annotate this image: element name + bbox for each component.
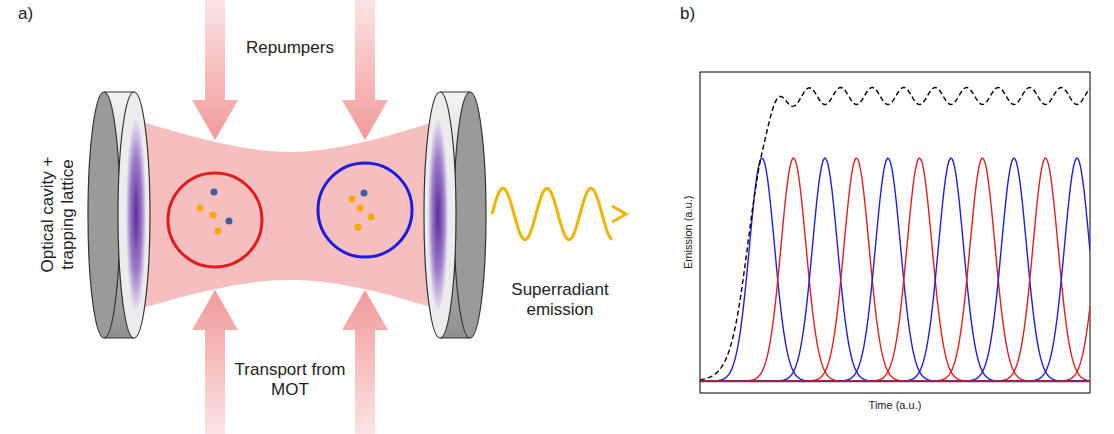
pulse-curve <box>700 306 1090 381</box>
ensemble-circle <box>318 163 412 257</box>
baseline <box>700 381 1090 383</box>
panel-letter: b) <box>680 4 720 24</box>
beam-label: Transport from MOT <box>225 360 355 399</box>
pulse-curve <box>700 158 1090 381</box>
pulse-curve <box>700 158 1090 381</box>
pulse-curve <box>700 158 1090 381</box>
pulse-curve <box>700 158 1090 381</box>
beam-label: Repumpers <box>220 38 360 58</box>
pulse-curve <box>700 158 1090 381</box>
transport-arrow <box>192 290 388 434</box>
pulse-curve <box>700 158 1090 381</box>
cavity-label: Optical cavity + trapping lattice <box>38 135 77 295</box>
plot-frame <box>700 72 1090 393</box>
cavity-mirror <box>88 92 150 338</box>
atoms <box>197 189 375 235</box>
pulse-curve <box>700 158 1090 381</box>
emission-label: Superradiant emission <box>500 280 620 319</box>
axis-title: Time (a.u.) <box>825 399 965 412</box>
pulse-curve <box>700 158 1090 381</box>
repumper-arrow <box>192 0 388 140</box>
panel-letter: a) <box>18 4 58 24</box>
total-emission-curve <box>700 87 1090 379</box>
axis-title: Emission (a.u.) <box>682 162 695 302</box>
pulse-curves <box>700 87 1090 381</box>
ensemble-circle <box>168 173 262 267</box>
pulse-curve <box>700 158 1090 381</box>
cavity-mirror <box>424 92 486 338</box>
pulse-curve <box>700 158 1090 381</box>
cavity-beam <box>130 118 445 312</box>
emission-wave <box>492 188 626 239</box>
pulse-curve <box>700 158 1090 381</box>
